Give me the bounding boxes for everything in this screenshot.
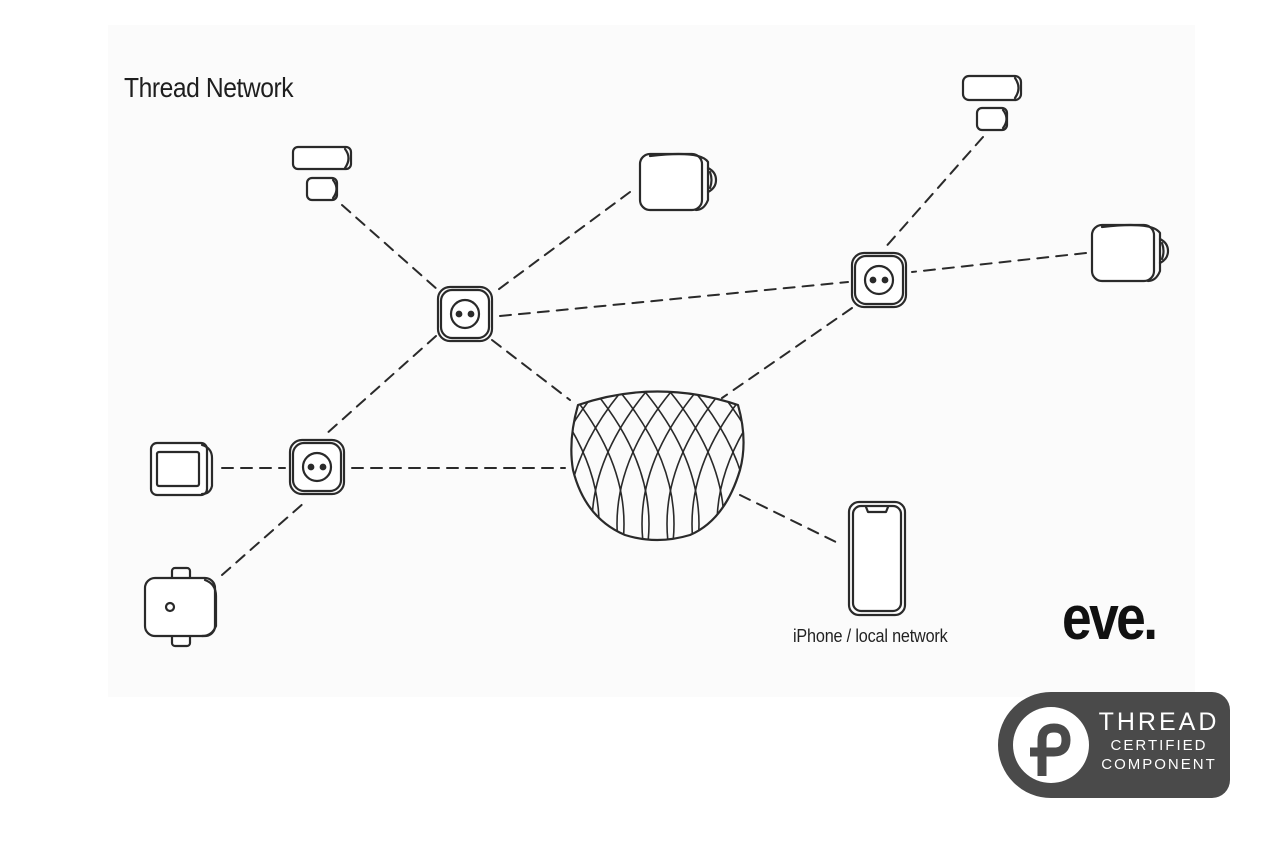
page-title: Thread Network bbox=[124, 72, 294, 103]
iphone-icon bbox=[847, 500, 907, 617]
smart-plug-icon bbox=[436, 285, 494, 343]
link-homepod-to-iphone bbox=[739, 494, 843, 546]
badge-thread: THREAD bbox=[1098, 708, 1220, 736]
link-contact-sensor-top-left-to-plug-upper bbox=[341, 204, 439, 291]
smart-plug-icon bbox=[850, 251, 908, 309]
water-controller-icon bbox=[143, 566, 218, 648]
link-plug-upper-to-plug-lower bbox=[324, 335, 437, 436]
iphone-caption: iPhone / local network bbox=[793, 626, 948, 646]
radiator-valve-icon bbox=[1090, 223, 1170, 283]
eve-logo: eve. bbox=[1062, 584, 1158, 653]
link-plug-right-to-homepod bbox=[721, 307, 853, 399]
smart-plug-icon bbox=[288, 438, 346, 496]
badge-text: THREAD CERTIFIED COMPONENT bbox=[1098, 708, 1220, 774]
contact-sensor-icon bbox=[291, 145, 353, 202]
thread-certified-badge: THREAD CERTIFIED COMPONENT bbox=[998, 692, 1230, 798]
homepod-mini-icon bbox=[570, 390, 745, 542]
contact-sensor-icon bbox=[961, 74, 1023, 132]
badge-component: COMPONENT bbox=[1101, 756, 1217, 773]
link-water-controller-to-plug-lower bbox=[221, 501, 306, 576]
thread-logo-icon bbox=[1013, 707, 1089, 783]
radiator-valve-icon bbox=[638, 152, 718, 212]
link-plug-upper-to-plug-right bbox=[499, 281, 849, 317]
badge-certified: CERTIFIED bbox=[1110, 737, 1208, 754]
link-contact-sensor-top-right-to-plug-right bbox=[882, 136, 984, 251]
link-radiator-valve-right-to-plug-right bbox=[911, 252, 1087, 273]
link-plug-upper-to-homepod bbox=[491, 339, 571, 401]
diagram-panel bbox=[108, 25, 1195, 697]
wall-switch-icon bbox=[149, 441, 214, 497]
link-radiator-valve-top-to-plug-upper bbox=[494, 191, 631, 293]
